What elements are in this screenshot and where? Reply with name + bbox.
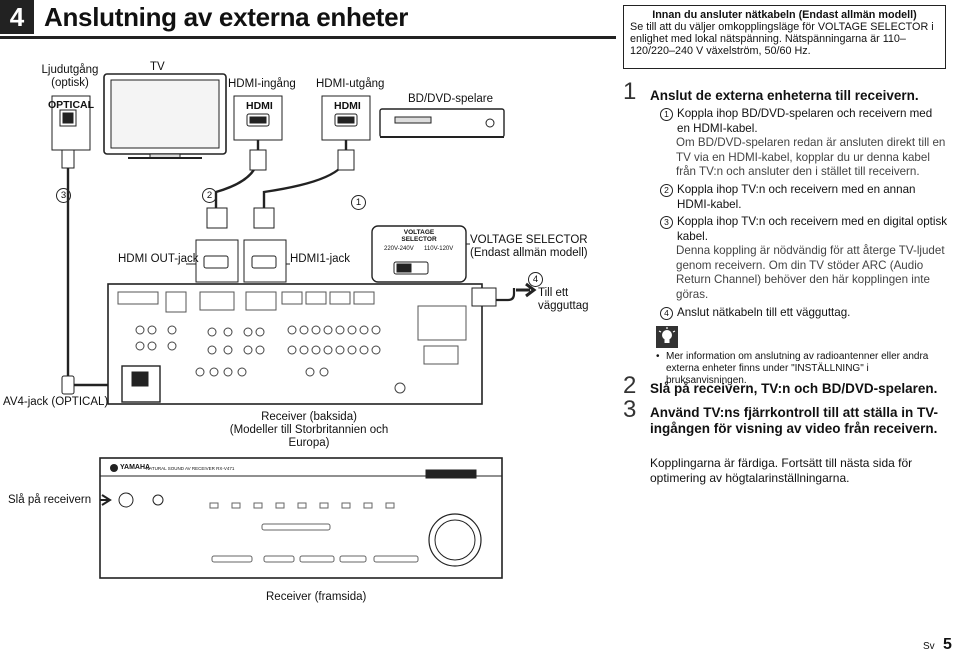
- model-line: NATURAL SOUND AV RECEIVER RX-V471: [146, 466, 235, 471]
- voltage-note-box: Innan du ansluter nätkabeln (Endast allm…: [623, 5, 946, 69]
- closing-text: Kopplingarna är färdiga. Fortsätt till n…: [650, 456, 913, 485]
- hdmi-out-jack-label: HDMI OUT-jack: [118, 253, 199, 265]
- tip-bullet: •Mer information om anslutning av radioa…: [656, 351, 929, 386]
- tv-label: TV: [150, 61, 165, 73]
- page-number: 5: [943, 636, 952, 653]
- panel-110v: 110V-120V: [424, 246, 454, 252]
- note-body: Se till att du väljer omkopplingsläge fö…: [630, 21, 934, 57]
- note-title: Innan du ansluter nätkabeln (Endast allm…: [652, 9, 917, 21]
- av4-jack-label: AV4-jack (OPTICAL): [3, 396, 109, 408]
- step-4-marker: 4: [528, 271, 547, 289]
- step-1-number: 1: [623, 78, 637, 105]
- title-rule: [0, 36, 616, 39]
- optical-port-label: OPTICAL: [47, 99, 95, 111]
- tv-hdmi-port: HDMI: [246, 100, 273, 112]
- step-2-marker: 2: [202, 187, 221, 205]
- voltage-selector-label: VOLTAGE SELECTOR (Endast allmän modell): [470, 234, 588, 259]
- step-2-number: 2: [623, 372, 637, 399]
- bd-hdmi-port: HDMI: [334, 100, 361, 112]
- language-code: Sv: [923, 641, 935, 652]
- panel-voltage-text: VOLTAGE SELECTOR: [401, 229, 437, 243]
- step-3-marker: 3: [56, 187, 75, 205]
- panel-220v: 220V-240V: [384, 246, 414, 252]
- step-1-title: Anslut de externa enheterna till receive…: [650, 88, 919, 103]
- step-3-number: 3: [623, 396, 637, 423]
- brand-logo-text: YAMAHA: [120, 464, 151, 471]
- power-on-label: Slå på receivern: [8, 494, 92, 506]
- hdmi-in-label: HDMI-ingång: [228, 78, 296, 90]
- step-3-title: Använd TV:ns fjärrkontroll till att stäl…: [650, 405, 939, 436]
- step-2-title: Slå på receivern, TV:n och BD/DVD-spelar…: [650, 381, 938, 396]
- bd-player-label: BD/DVD-spelare: [408, 93, 493, 105]
- receiver-front-caption: Receiver (framsida): [266, 591, 367, 603]
- step-1-marker: 1: [351, 194, 370, 212]
- audio-out-label: Ljudutgång (optisk): [41, 64, 99, 89]
- receiver-back-caption: Receiver (baksida) (Modeller till Storbr…: [229, 411, 389, 449]
- hdmi-out-label: HDMI-utgång: [316, 78, 385, 90]
- wall-outlet-label: Till ett vägguttag: [538, 287, 589, 312]
- connection-diagram: [51, 73, 537, 579]
- page-title: Anslutning av externa enheter: [44, 2, 409, 32]
- tip-icon: [656, 326, 678, 348]
- hdmi1-jack-label: HDMI1-jack: [290, 253, 351, 265]
- chapter-number: 4: [0, 0, 34, 34]
